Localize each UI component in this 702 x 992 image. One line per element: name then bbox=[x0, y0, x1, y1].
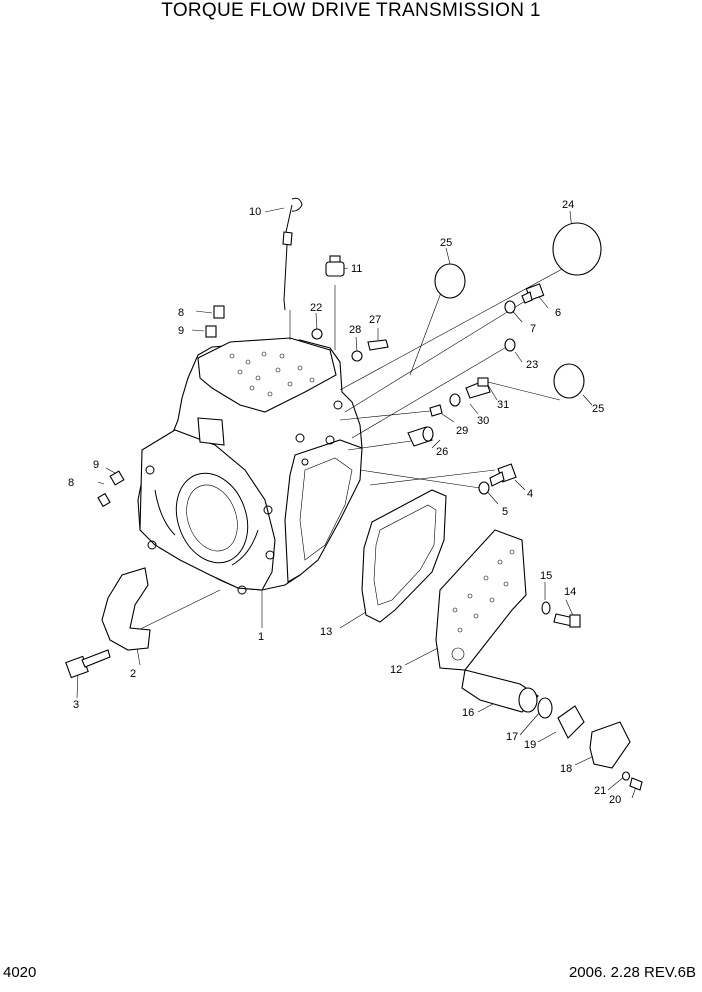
cover-18 bbox=[589, 721, 631, 769]
callout-31: 31 bbox=[497, 399, 509, 411]
gasket-plate-13 bbox=[361, 489, 447, 623]
o-ring-17 bbox=[537, 697, 553, 719]
flange-19 bbox=[557, 705, 585, 739]
callout-2: 2 bbox=[130, 668, 136, 680]
callout-23: 23 bbox=[526, 359, 538, 371]
o-ring-22 bbox=[311, 328, 323, 340]
callout-28: 28 bbox=[349, 324, 361, 336]
leader-lines bbox=[76, 207, 638, 799]
callout-14: 14 bbox=[564, 586, 576, 598]
callout-26: 26 bbox=[436, 446, 448, 458]
callout-6: 6 bbox=[555, 307, 561, 319]
bolt-20 bbox=[629, 777, 643, 791]
callout-1: 1 bbox=[258, 631, 264, 643]
callout-16: 16 bbox=[462, 707, 474, 719]
callout-13: 13 bbox=[320, 626, 332, 638]
transmission-housing bbox=[137, 337, 363, 595]
page-title: TORQUE FLOW DRIVE TRANSMISSION 1 bbox=[161, 0, 541, 21]
plug-8-side bbox=[97, 492, 111, 508]
seal-7 bbox=[504, 300, 516, 314]
o-ring-24 bbox=[552, 222, 602, 276]
callout-3: 3 bbox=[73, 699, 79, 711]
callout-22: 22 bbox=[310, 302, 322, 314]
callout-18: 18 bbox=[560, 763, 572, 775]
callout-12: 12 bbox=[390, 664, 402, 676]
callout-labels: 1 2 3 4 5 6 7 8 8 9 9 10 11 12 13 14 15 … bbox=[68, 199, 621, 806]
bolt-14 bbox=[553, 613, 581, 628]
o-ring-25-lower bbox=[553, 363, 585, 399]
callout-27: 27 bbox=[369, 314, 381, 326]
callout-24: 24 bbox=[562, 199, 574, 211]
callout-15: 15 bbox=[540, 570, 552, 582]
washer-15 bbox=[541, 601, 551, 615]
plug-9-side bbox=[109, 470, 125, 486]
callout-8-side: 8 bbox=[68, 477, 74, 489]
o-ring-25-upper bbox=[434, 263, 466, 299]
side-cover-12 bbox=[435, 529, 527, 671]
bolt-4 bbox=[489, 463, 517, 487]
callout-30: 30 bbox=[477, 415, 489, 427]
dipstick-10 bbox=[282, 197, 303, 311]
fitting-31 bbox=[465, 377, 491, 399]
sleeve-26 bbox=[407, 426, 434, 447]
callout-25-upper: 25 bbox=[440, 237, 452, 249]
bolt-27 bbox=[367, 339, 389, 351]
bracket-2 bbox=[101, 567, 151, 651]
callout-9-side: 9 bbox=[93, 459, 99, 471]
date-revision: 2006. 2.28 REV.6B bbox=[568, 964, 696, 981]
callout-19: 19 bbox=[524, 739, 536, 751]
plug-9-top bbox=[205, 325, 217, 338]
callout-10: 10 bbox=[249, 206, 261, 218]
bolt-3 bbox=[65, 649, 111, 679]
callout-7: 7 bbox=[530, 323, 536, 335]
callout-20: 20 bbox=[609, 794, 621, 806]
callout-21: 21 bbox=[594, 785, 606, 797]
o-ring-23 bbox=[504, 338, 516, 352]
washer-28 bbox=[351, 350, 363, 362]
washer-5 bbox=[478, 481, 490, 495]
callout-9-top: 9 bbox=[178, 325, 184, 337]
plug-6 bbox=[521, 283, 545, 304]
plug-8-top bbox=[213, 305, 225, 319]
callout-4: 4 bbox=[527, 488, 533, 500]
callout-17: 17 bbox=[506, 731, 518, 743]
callout-8-top: 8 bbox=[178, 307, 184, 319]
page-code: 4020 bbox=[3, 964, 37, 981]
callout-29: 29 bbox=[456, 425, 468, 437]
callout-25-lower: 25 bbox=[592, 403, 604, 415]
callout-5: 5 bbox=[502, 506, 508, 518]
washer-30 bbox=[449, 393, 461, 407]
callout-11: 11 bbox=[351, 263, 362, 275]
fitting-29 bbox=[429, 404, 443, 417]
pipe-16 bbox=[461, 669, 539, 713]
breather-11 bbox=[325, 255, 345, 277]
washer-21 bbox=[621, 771, 631, 781]
